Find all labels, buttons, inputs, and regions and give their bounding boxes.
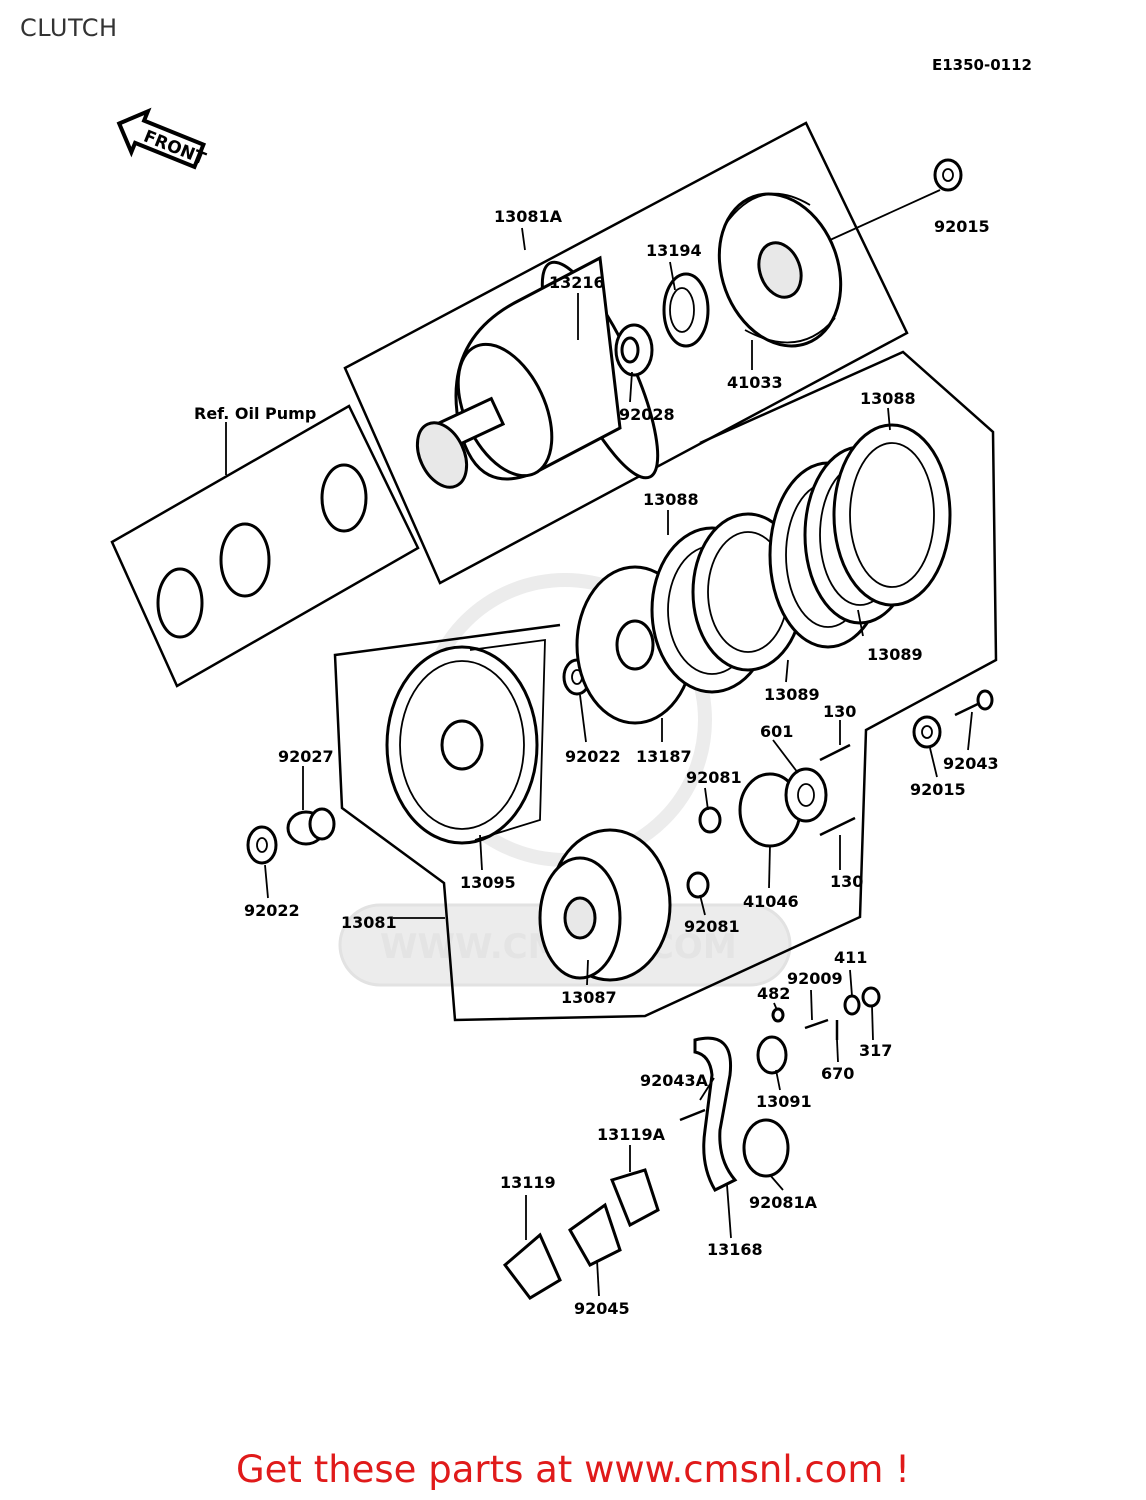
part-317-nut: [861, 986, 881, 1008]
label-13194: 13194: [646, 241, 702, 260]
leader-lines: [225, 189, 973, 1297]
label-92009: 92009: [787, 969, 843, 988]
label-13087: 13087: [561, 988, 617, 1007]
part-92022-washer-b: [246, 825, 278, 865]
part-411-washer: [843, 994, 861, 1016]
part-13119A-ramp: [609, 1168, 660, 1228]
label-482: 482: [757, 984, 790, 1003]
part-41046-lifter: [738, 767, 828, 848]
page-title: CLUTCH: [20, 14, 118, 42]
label-92027: 92027: [278, 747, 334, 766]
label-92045: 92045: [574, 1299, 630, 1318]
label-92081-a: 92081: [686, 768, 742, 787]
label-92015-mid: 92015: [910, 780, 966, 799]
label-13216: 13216: [549, 273, 605, 292]
part-13091-shaft: [756, 1035, 788, 1075]
part-oil-pump-gear: [219, 522, 271, 598]
part-oil-pump-ring-1: [156, 567, 204, 639]
label-13119A: 13119A: [597, 1125, 666, 1144]
part-92015-nut-mid: [912, 715, 942, 749]
part-92043-pin: [954, 689, 994, 717]
label-670: 670: [821, 1064, 854, 1083]
part-130-bolts: [819, 743, 856, 837]
label-13089-a: 13089: [867, 645, 923, 664]
label-92043A: 92043A: [640, 1071, 709, 1090]
label-13095: 13095: [460, 873, 516, 892]
part-92028-bushing: [614, 323, 654, 377]
label-13081: 13081: [341, 913, 397, 932]
label-13187: 13187: [636, 747, 692, 766]
part-13095-outer-gear: [385, 638, 546, 845]
label-92015-top: 92015: [934, 217, 990, 236]
part-92081-springs: [686, 806, 722, 899]
label-92022-b: 92022: [244, 901, 300, 920]
label-13088-a: 13088: [860, 389, 916, 408]
label-41046: 41046: [743, 892, 799, 911]
part-92015-nut-top: [933, 158, 963, 192]
label-13119: 13119: [500, 1173, 556, 1192]
part-oil-pump-ring-2: [320, 463, 368, 533]
label-92022-a: 92022: [565, 747, 621, 766]
label-13081A: 13081A: [494, 207, 563, 226]
label-ref-oil-pump: Ref. Oil Pump: [194, 404, 316, 423]
box-13081A: [343, 121, 909, 585]
part-13216-clutch-housing: [415, 255, 660, 489]
label-92028: 92028: [619, 405, 675, 424]
label-92081A: 92081A: [749, 1193, 818, 1212]
part-92045-plate: [568, 1202, 622, 1267]
label-92081-b: 92081: [684, 917, 740, 936]
label-41033: 41033: [727, 373, 783, 392]
part-13087-clutch-hub: [538, 828, 672, 982]
part-92081A-spring: [742, 1118, 790, 1178]
label-13089-b: 13089: [764, 685, 820, 704]
label-92043: 92043: [943, 754, 999, 773]
part-clutch-plates: [650, 423, 952, 694]
part-41033-clutch-shoe: [717, 192, 843, 348]
label-411: 411: [834, 948, 867, 967]
label-13091: 13091: [756, 1092, 812, 1111]
part-482-pin: [771, 1007, 785, 1023]
diagram-code: E1350-0112: [932, 56, 1032, 74]
label-601: 601: [760, 722, 793, 741]
part-13194-bearing: [662, 272, 710, 348]
front-arrow-icon: FRONT: [116, 107, 209, 170]
part-92027-bushing: [286, 807, 336, 846]
part-13168-lever: [693, 1036, 738, 1192]
cta-link[interactable]: Get these parts at www.cmsnl.com !: [235, 1448, 910, 1491]
label-317: 317: [859, 1041, 892, 1060]
label-13088-b: 13088: [643, 490, 699, 509]
label-130-b: 130: [830, 872, 863, 891]
part-13119-ramp: [502, 1232, 562, 1300]
box-oil-pump: [110, 404, 420, 688]
box-13081: [333, 350, 998, 1022]
label-130-a: 130: [823, 702, 856, 721]
part-92009-screw: [804, 1018, 829, 1030]
label-13168: 13168: [707, 1240, 763, 1259]
part-92043A-pin: [679, 1108, 706, 1122]
clutch-exploded-diagram: WWW.CMSNL.COM FRONT: [110, 107, 999, 1318]
